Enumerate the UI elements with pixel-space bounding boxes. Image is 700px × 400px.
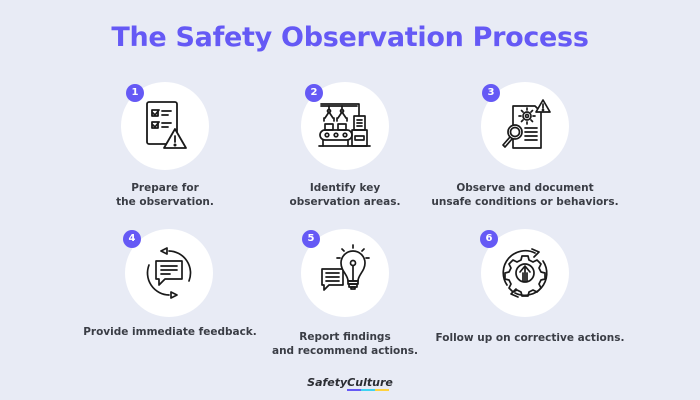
checklist-warning-icon	[146, 101, 187, 149]
step-3-circle	[481, 82, 569, 170]
report-lightbulb-icon	[321, 244, 370, 291]
step-5-label: Report findings and recommend actions.	[272, 331, 418, 357]
step-3-label: Observe and document unsafe conditions o…	[431, 182, 619, 208]
step-4-label: Provide immediate feedback.	[83, 326, 257, 338]
safetyculture-logo: SafetyCulture	[307, 376, 393, 389]
step-3-badge: 3	[482, 84, 500, 102]
logo-bar-yellow	[375, 389, 389, 391]
factory-conveyor-icon	[318, 103, 371, 147]
step-1-circle	[121, 82, 209, 170]
logo-bar-cyan	[361, 389, 375, 391]
step-4-badge: 4	[123, 230, 141, 248]
step-2-badge: 2	[305, 84, 323, 102]
feedback-chat-cycle-icon	[146, 247, 192, 299]
step-2-label: Identify key observation areas.	[289, 182, 401, 208]
step-6-label: Follow up on corrective actions.	[435, 332, 625, 344]
logo-bar-purple	[347, 389, 361, 391]
gear-improvement-cycle-icon	[502, 248, 548, 298]
step-5-badge: 5	[302, 230, 320, 248]
document-search-warning-icon	[502, 99, 551, 149]
page-title: The Safety Observation Process	[111, 22, 589, 53]
step-1-label: Prepare for the observation.	[116, 182, 214, 208]
step-6-badge: 6	[480, 230, 498, 248]
step-1-badge: 1	[126, 84, 144, 102]
